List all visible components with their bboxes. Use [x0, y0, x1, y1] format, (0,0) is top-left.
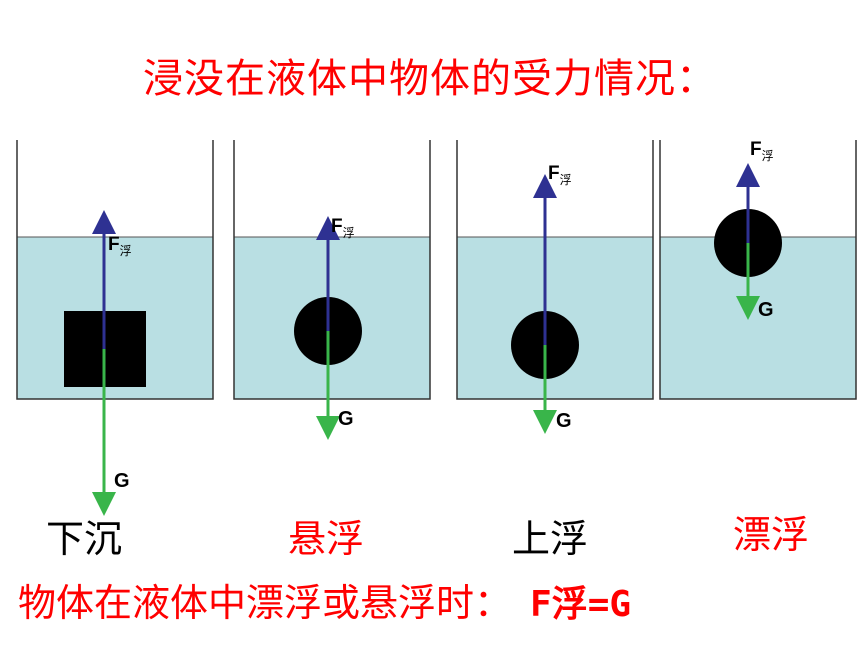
- state-label-float: 漂浮: [732, 513, 809, 557]
- state-label-sink: 下沉: [45, 517, 122, 561]
- gravity-label-rise: G: [556, 410, 572, 432]
- container-sink: F浮 G: [16, 140, 214, 516]
- container-suspend: F浮 G: [233, 140, 431, 440]
- beaker-wall-rise: [456, 140, 654, 400]
- conclusion-formula: F浮=G: [530, 584, 632, 625]
- buoyancy-label-float: F浮: [750, 139, 774, 163]
- beaker-wall-sink: [16, 140, 214, 400]
- container-rise: F浮 G: [456, 140, 654, 434]
- gravity-label-suspend: G: [338, 408, 354, 430]
- gravity-label-float: G: [758, 299, 774, 321]
- state-label-suspend: 悬浮: [287, 517, 364, 561]
- gravity-label-sink: G: [114, 470, 130, 492]
- buoyancy-label-suspend: F浮: [331, 216, 355, 240]
- buoyancy-label-sink: F浮: [108, 234, 132, 258]
- page-title: 浸没在液体中物体的受力情况：: [143, 56, 717, 102]
- conclusion-text: 物体在液体中漂浮或悬浮时：: [18, 581, 513, 625]
- buoyancy-label-rise: F浮: [548, 163, 572, 187]
- beaker-wall-float: [659, 140, 857, 400]
- state-label-rise: 上浮: [511, 517, 588, 561]
- container-float: F浮 G: [659, 139, 857, 400]
- conclusion: 物体在液体中漂浮或悬浮时： F浮=G: [18, 572, 631, 627]
- beaker-wall-suspend: [233, 140, 431, 400]
